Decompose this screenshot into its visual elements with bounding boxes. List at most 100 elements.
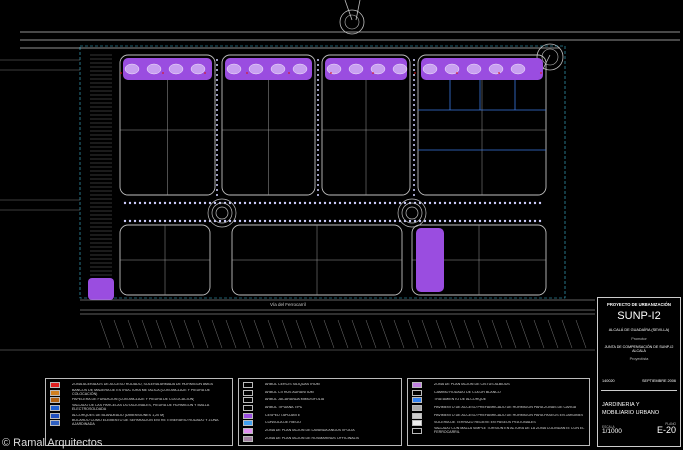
tree — [518, 201, 522, 205]
tree — [413, 79, 415, 81]
tree — [373, 219, 377, 223]
tree — [158, 219, 162, 223]
legend-swatch-icon — [412, 381, 422, 388]
tree — [388, 201, 392, 205]
railway-track — [393, 319, 405, 349]
legend-swatch-icon — [243, 412, 253, 419]
legend-swatch-icon — [412, 397, 422, 404]
tree — [317, 184, 319, 186]
tree — [253, 201, 257, 205]
tree — [178, 201, 182, 205]
legend-item: ZONA ACERADOS DE ACCESO RODADO, SOLERÍA … — [50, 381, 228, 389]
tree — [308, 219, 312, 223]
legend-item: ALCORQUES DE BLANDEADO (DIMENSIONES 1,20… — [50, 412, 228, 420]
tree — [518, 219, 522, 223]
railway-track — [519, 319, 531, 349]
tree — [183, 201, 187, 205]
legend-text: ÁRBOL CITRUS AURANTIUM — [265, 390, 314, 394]
planting-bed — [466, 63, 482, 75]
legend-item: BOLARDO COMO ELEMENTO DE SEPARACIÓN ENTR… — [50, 419, 228, 427]
tree — [123, 201, 127, 205]
tree — [228, 219, 232, 223]
tree — [148, 201, 152, 205]
tree — [216, 89, 218, 91]
tree — [318, 201, 322, 205]
planting-bed — [248, 63, 264, 75]
promotor-label: Promotor — [631, 336, 647, 341]
legend-text: ÁRBOL CERCIS SILIQUASTRUM — [265, 382, 320, 386]
tree — [238, 201, 242, 205]
tree — [216, 174, 218, 176]
tree — [413, 144, 415, 146]
tree — [383, 201, 387, 205]
tree — [216, 94, 218, 96]
tree — [368, 219, 372, 223]
tree — [138, 201, 142, 205]
railway-track — [365, 319, 377, 349]
tree — [413, 164, 415, 166]
tree — [268, 219, 272, 223]
tree — [278, 201, 282, 205]
tree — [358, 219, 362, 223]
legend-swatch-icon — [412, 404, 422, 411]
railway-track — [309, 319, 321, 349]
tree — [317, 129, 319, 131]
tree — [168, 219, 172, 223]
tree — [413, 194, 415, 196]
planting-bed — [348, 63, 364, 75]
legend-text: ZONA ACERADOS DE ACCESO RODADO, SOLERÍA … — [72, 382, 214, 386]
tree — [313, 201, 317, 205]
legend-item: VALLADO CON MALLA SIMPLE TORSIÓN EN ALTU… — [412, 427, 585, 435]
tree — [408, 219, 412, 223]
plot-line — [418, 80, 546, 195]
main-road — [20, 31, 680, 49]
tree — [348, 219, 352, 223]
railway-track — [113, 319, 125, 349]
tree — [433, 201, 437, 205]
sheet-title-1: JARDINERIA Y — [602, 402, 640, 409]
railway-track — [99, 319, 111, 349]
tree — [378, 201, 382, 205]
tree — [317, 114, 319, 116]
legend-text: ÁRBOL TIPUANA TIPU — [265, 406, 303, 409]
tree — [418, 219, 422, 223]
tree — [216, 139, 218, 141]
tree — [353, 219, 357, 223]
plot-line — [322, 80, 410, 195]
legend-item: CÉSPED TAPIZANTE — [243, 412, 397, 420]
tree — [438, 201, 442, 205]
railway-track — [281, 319, 293, 349]
tree — [323, 219, 327, 223]
tree — [393, 219, 397, 223]
tree — [333, 201, 337, 205]
legend-swatch-icon — [50, 404, 60, 411]
legend-text: CAMINO RODADO DE COLOR BLANCO — [434, 390, 501, 394]
tree — [263, 219, 267, 223]
tree — [413, 189, 415, 191]
tree — [317, 74, 319, 76]
tree — [216, 74, 218, 76]
tree — [413, 124, 415, 126]
planting-bed — [444, 63, 460, 75]
ref-number: 140020 — [602, 379, 615, 384]
legend-item: ZONA DE PLANTACIÓN DE LAVANDA ANGUSTIFOL… — [243, 427, 397, 435]
tree — [478, 201, 482, 205]
tree — [288, 219, 292, 223]
tree — [383, 219, 387, 223]
plot-line — [120, 80, 215, 195]
tree — [168, 201, 172, 205]
tree — [498, 219, 502, 223]
tree — [216, 184, 218, 186]
watermark: © Ramal Arquitectos — [2, 437, 103, 449]
legend-text: PAPELERA DE FUNDICIÓN (CON ANCLAJE Y PIE… — [72, 398, 195, 402]
garden-strip — [421, 58, 543, 80]
garden-strip — [123, 58, 212, 80]
tree — [323, 201, 327, 205]
tree — [198, 201, 202, 205]
legend-furniture: ZONA ACERADOS DE ACCESO RODADO, SOLERÍA … — [45, 378, 233, 446]
tree — [358, 201, 362, 205]
proyectista-label: Proyectista — [629, 357, 649, 362]
railway-track — [505, 319, 517, 349]
